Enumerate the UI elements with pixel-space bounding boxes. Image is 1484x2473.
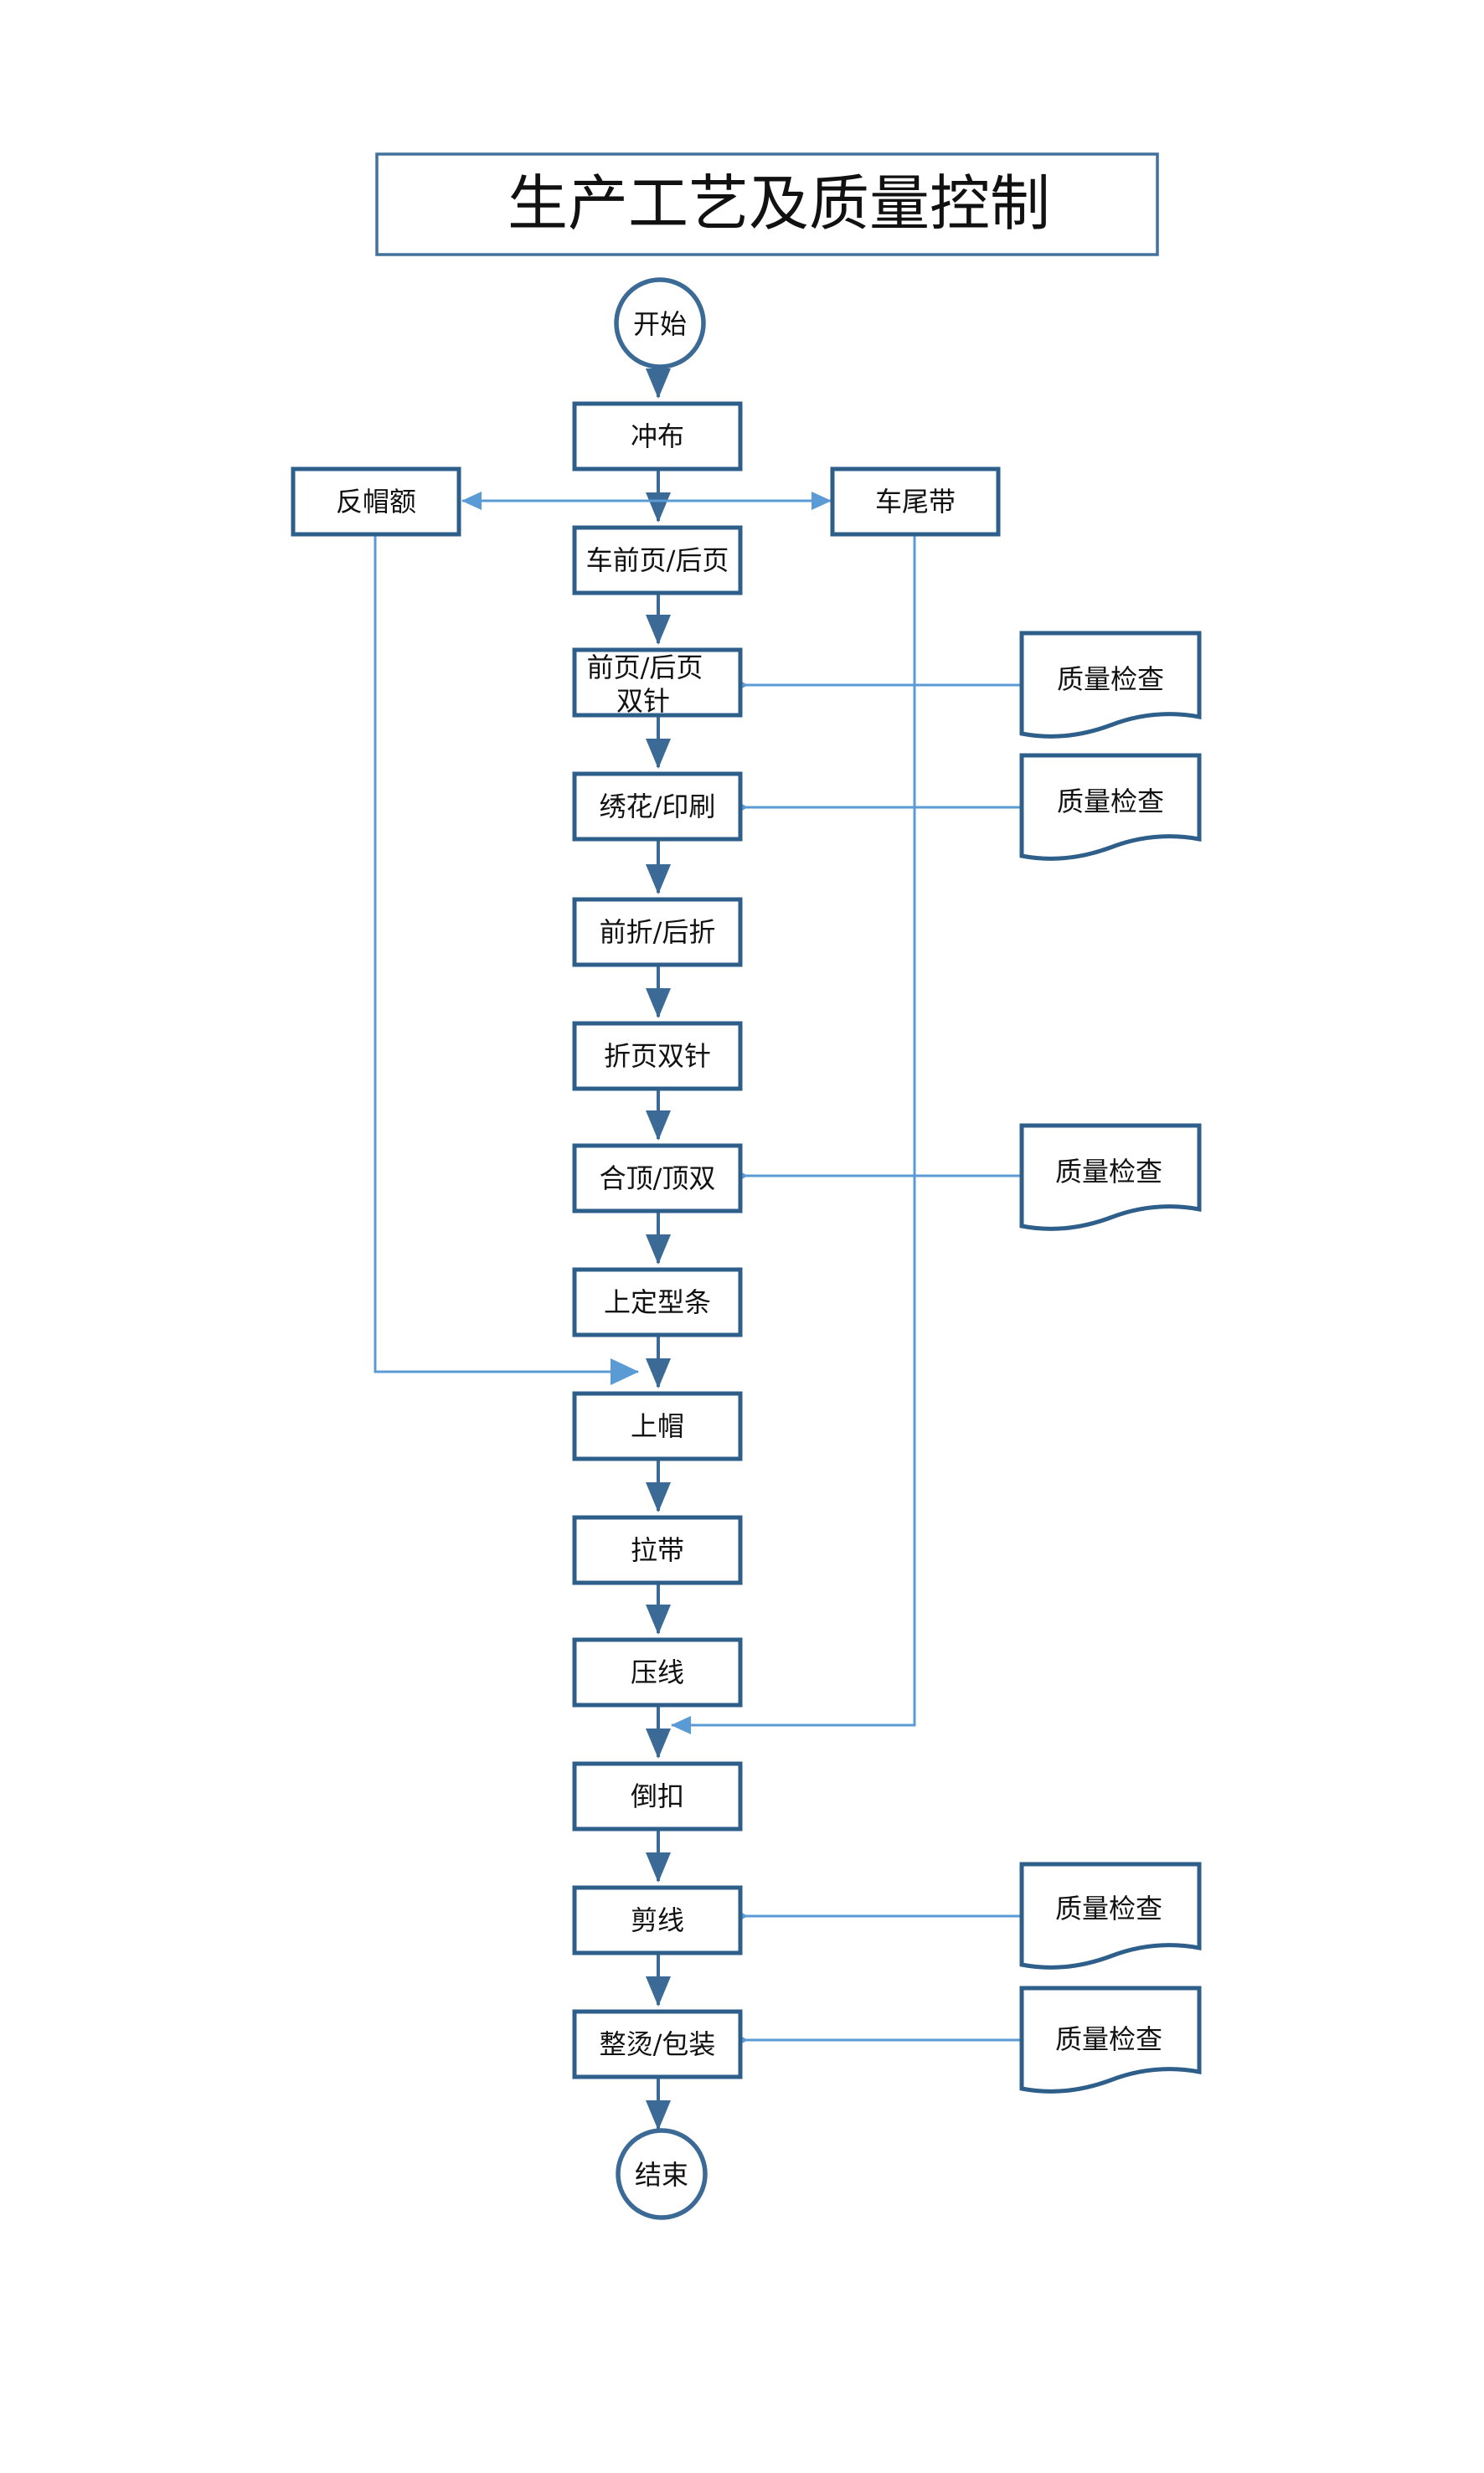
process-step: 拉带	[572, 1515, 743, 1585]
quality-check-doc: 质量检查	[1019, 1123, 1202, 1231]
step-label: 压线	[631, 1656, 684, 1688]
end-label: 结束	[635, 2159, 688, 2191]
step-label: 车前页/后页	[586, 544, 729, 576]
side-branch-lines	[374, 492, 916, 1734]
quality-check-doc: 质量检查	[1019, 753, 1202, 861]
step-label: 前折/后折	[600, 916, 716, 948]
title-banner: 生产工艺及质量控制	[375, 152, 1159, 256]
step-label: 折页双针	[604, 1040, 711, 1072]
quality-check-label: 质量检查	[1057, 663, 1164, 695]
process-step: 折页双针	[572, 1021, 743, 1091]
step-label: 绣花/印刷	[600, 791, 716, 822]
process-step: 整烫/包装	[572, 2009, 743, 2079]
step-label-line1: 前页/后页	[587, 652, 703, 683]
quality-check-label: 质量检查	[1055, 1893, 1162, 1924]
step-label: 合顶/顶双	[600, 1162, 716, 1194]
quality-check-doc: 质量检查	[1019, 1862, 1202, 1970]
quality-check-label: 质量检查	[1055, 2023, 1162, 2055]
quality-check-doc: 质量检查	[1019, 631, 1202, 739]
process-step: 冲布	[572, 401, 743, 471]
step-label: 剪线	[631, 1904, 684, 1936]
side-step-left: 反帽额	[291, 466, 461, 537]
side-step-right: 车尾带	[830, 466, 1001, 537]
start-label: 开始	[633, 308, 687, 340]
side-step-label: 车尾带	[875, 486, 956, 518]
quality-check-label: 质量检查	[1057, 786, 1164, 817]
side-step-label: 反帽额	[336, 486, 416, 518]
process-step: 合顶/顶双	[572, 1143, 743, 1213]
step-label-line2: 双针	[616, 685, 670, 717]
page-title: 生产工艺及质量控制	[508, 168, 1050, 239]
step-label: 冲布	[631, 420, 684, 452]
process-step: 上帽	[572, 1391, 743, 1461]
process-step: 前页/后页 双针	[572, 647, 743, 718]
step-label: 上定型条	[604, 1286, 711, 1318]
quality-check-label: 质量检查	[1055, 1156, 1162, 1188]
step-label: 倒扣	[631, 1780, 684, 1812]
process-step: 上定型条	[572, 1267, 743, 1337]
quality-check-arrows	[745, 685, 1020, 2040]
process-step: 压线	[572, 1637, 743, 1708]
quality-check-doc: 质量检查	[1019, 1986, 1202, 2094]
process-step: 前折/后折	[572, 897, 743, 967]
end-terminal: 结束	[616, 2128, 708, 2220]
process-step: 剪线	[572, 1885, 743, 1955]
step-label: 上帽	[631, 1410, 684, 1442]
start-terminal: 开始	[614, 277, 706, 369]
step-label: 拉带	[631, 1534, 684, 1566]
process-step: 倒扣	[572, 1761, 743, 1832]
step-label: 整烫/包装	[600, 2028, 716, 2060]
process-step: 绣花/印刷	[572, 771, 743, 842]
process-step: 车前页/后页	[572, 525, 743, 595]
